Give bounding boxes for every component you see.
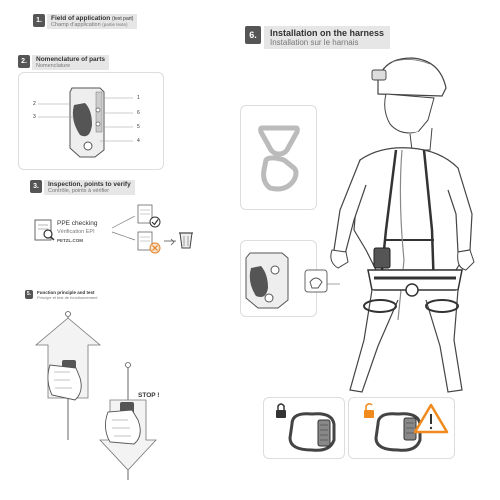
part-label-6: 6 (137, 110, 140, 116)
part-label-3: 3 (33, 114, 36, 120)
part-label-5: 5 (137, 124, 140, 130)
section-function-principle: 5. Function principle and test Principe … (25, 290, 145, 300)
section-number: 6. (245, 26, 261, 44)
section-subtitle: Installation sur le harnais (270, 38, 359, 47)
section-title: Field of application (51, 15, 111, 22)
section-title: Function principle and test (37, 290, 95, 295)
section-subtitle: Principe et test de fonctionnement (37, 295, 98, 300)
section-field-of-application: 1. Field of application (text part) Cham… (33, 14, 173, 29)
section-number: 1. (33, 14, 45, 27)
section-subtitle-note: (partie texte) (102, 22, 128, 27)
section-title-note: (text part) (112, 16, 134, 22)
section-title: Installation on the harness (270, 28, 385, 38)
section-subtitle: Contrôle, points à vérifier (48, 188, 110, 194)
section-number: 5. (25, 290, 33, 299)
ppe-checking-subtitle: Vérification EPI (57, 229, 95, 235)
section-installation: 6. Installation on the harness Installat… (245, 26, 415, 49)
section-number: 2. (18, 55, 30, 68)
section-nomenclature: 2. Nomenclature of parts Nomenclature (18, 55, 163, 70)
section-subtitle: Nomenclature (36, 63, 71, 69)
section-title: Inspection, points to verify (48, 181, 131, 188)
part-label-1: 1 (137, 95, 140, 101)
part-label-2: 2 (33, 101, 36, 107)
section-number: 3. (30, 180, 42, 193)
part-label-4: 4 (137, 138, 140, 144)
ppe-url[interactable]: PETZL.COM (57, 238, 83, 243)
stop-label: STOP ! (138, 392, 160, 399)
ppe-checking-title: PPE checking (57, 220, 98, 227)
section-title: Nomenclature of parts (36, 56, 105, 63)
section-subtitle: Champ d'application (51, 22, 101, 28)
section-inspection: 3. Inspection, points to verify Contrôle… (30, 180, 170, 195)
